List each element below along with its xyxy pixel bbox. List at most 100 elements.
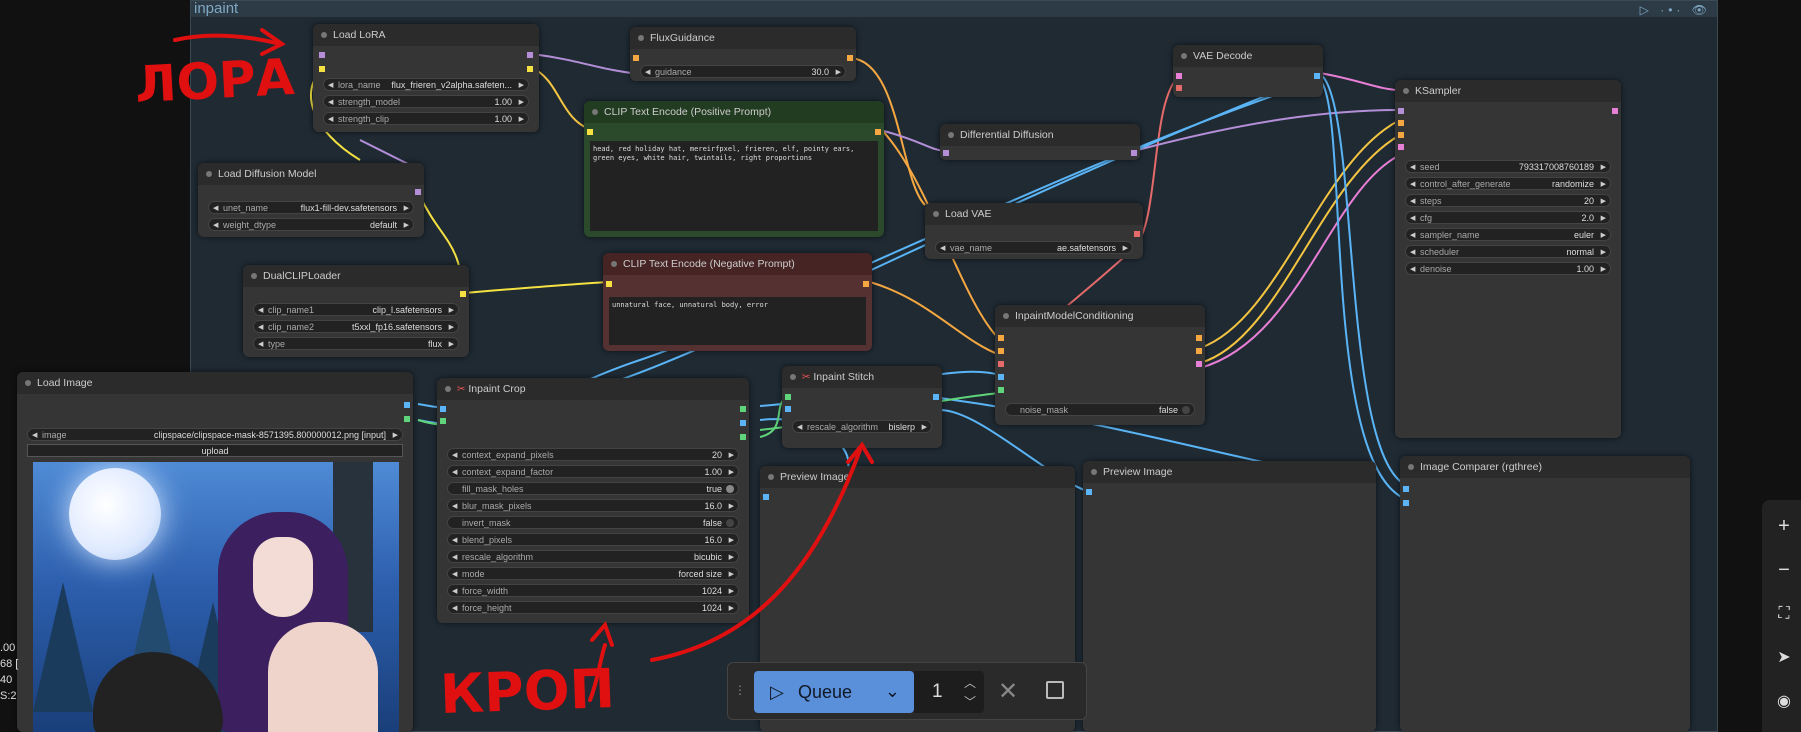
- node-title[interactable]: CLIP Text Encode (Negative Prompt): [603, 253, 872, 275]
- slot-images-in[interactable]: [763, 494, 769, 500]
- node-title[interactable]: CLIP Text Encode (Positive Prompt): [584, 101, 884, 123]
- fit-view-icon[interactable]: ⛶: [1778, 605, 1790, 622]
- slot-positive-in[interactable]: [1398, 120, 1404, 126]
- select-mode-icon[interactable]: ➤: [1777, 649, 1791, 666]
- slot-model-in[interactable]: [943, 150, 949, 156]
- group-tools-icons[interactable]: ▷ ·•· 👁: [1639, 3, 1711, 17]
- slot-negative-out[interactable]: [1196, 348, 1202, 354]
- slot-cropped-mask-out[interactable]: [740, 434, 746, 440]
- prompt-textarea[interactable]: head, red holiday hat, mereirfpxel, frie…: [590, 141, 878, 231]
- upload-button[interactable]: upload: [27, 444, 403, 457]
- slot-mask-out[interactable]: [404, 416, 410, 422]
- queue-toolbar[interactable]: ⋮ ▷ Queue ⌄ 1 ︿ ﹀ ✕: [727, 662, 1087, 720]
- toggle-visibility-icon[interactable]: ◉: [1777, 693, 1791, 710]
- slot-samples-in[interactable]: [1176, 73, 1182, 79]
- toggle-knob[interactable]: [726, 485, 734, 493]
- node-title[interactable]: ✂Inpaint Crop: [437, 378, 749, 400]
- prompt-textarea[interactable]: unnatural face, unnatural body, error: [609, 297, 866, 345]
- slot-pixels-in[interactable]: [998, 374, 1004, 380]
- slot-vae-in[interactable]: [1176, 85, 1182, 91]
- node-title[interactable]: Preview Image: [1083, 461, 1376, 483]
- batch-count-stepper[interactable]: 1 ︿ ﹀: [914, 671, 984, 713]
- slot-model-in[interactable]: [319, 52, 325, 58]
- slot-clip-in[interactable]: [587, 129, 593, 135]
- node-differential-diffusion[interactable]: Differential Diffusion: [940, 124, 1140, 160]
- node-clip-text-negative[interactable]: CLIP Text Encode (Negative Prompt) unnat…: [603, 253, 872, 351]
- slot-image-a-in[interactable]: [1403, 486, 1409, 492]
- toggle-knob[interactable]: [1182, 406, 1190, 414]
- slot-mask-in[interactable]: [440, 418, 446, 424]
- slot-positive-in[interactable]: [998, 335, 1004, 341]
- slot-latent-out[interactable]: [1196, 361, 1202, 367]
- slot-model-out[interactable]: [1131, 150, 1137, 156]
- node-title[interactable]: VAE Decode: [1173, 45, 1323, 67]
- node-preview-image-2[interactable]: Preview Image: [1083, 461, 1376, 732]
- node-vae-decode[interactable]: VAE Decode: [1173, 45, 1323, 97]
- slot-image-out[interactable]: [404, 402, 410, 408]
- slot-negative-in[interactable]: [998, 348, 1004, 354]
- queue-button[interactable]: ▷ Queue ⌄: [754, 671, 914, 713]
- toggle-knob[interactable]: [726, 519, 734, 527]
- slot-image-out[interactable]: [933, 394, 939, 400]
- batch-count-value[interactable]: 1: [932, 681, 943, 702]
- node-title[interactable]: Image Comparer (rgthree): [1400, 456, 1690, 478]
- slot-stitch-out[interactable]: [740, 406, 746, 412]
- slot-model-out[interactable]: [415, 189, 421, 195]
- slot-latent-in[interactable]: [1398, 144, 1404, 150]
- slot-image-b-in[interactable]: [1403, 500, 1409, 506]
- slot-negative-in[interactable]: [1398, 132, 1404, 138]
- chevron-down-icon[interactable]: ﹀: [963, 695, 976, 709]
- slot-conditioning-out[interactable]: [863, 281, 869, 287]
- slot-model-out[interactable]: [527, 52, 533, 58]
- slot-conditioning-out[interactable]: [847, 55, 853, 61]
- node-title[interactable]: Preview Image: [760, 466, 1075, 488]
- slot-mask-in[interactable]: [998, 387, 1004, 393]
- group-title[interactable]: inpaint ▷ ·•· 👁: [191, 1, 1717, 17]
- slot-vae-in[interactable]: [998, 361, 1004, 367]
- slot-image-out[interactable]: [1314, 73, 1320, 79]
- slot-vae-out[interactable]: [1134, 231, 1140, 237]
- slot-model-in[interactable]: [1398, 108, 1404, 114]
- zoom-out-icon[interactable]: −: [1778, 559, 1790, 581]
- slot-clip-out[interactable]: [460, 291, 466, 297]
- node-image-comparer[interactable]: Image Comparer (rgthree): [1400, 456, 1690, 732]
- slot-conditioning-out[interactable]: [875, 129, 881, 135]
- cancel-icon[interactable]: ✕: [998, 678, 1019, 705]
- slot-image-in[interactable]: [440, 406, 446, 412]
- chevron-up-icon[interactable]: ︿: [963, 676, 976, 690]
- node-title[interactable]: KSampler: [1395, 80, 1621, 102]
- slot-cropped-image-out[interactable]: [740, 420, 746, 426]
- drag-handle-icon[interactable]: ⋮: [734, 683, 746, 697]
- slot-clip-in[interactable]: [319, 66, 325, 72]
- chevron-down-icon[interactable]: ⌄: [884, 681, 900, 701]
